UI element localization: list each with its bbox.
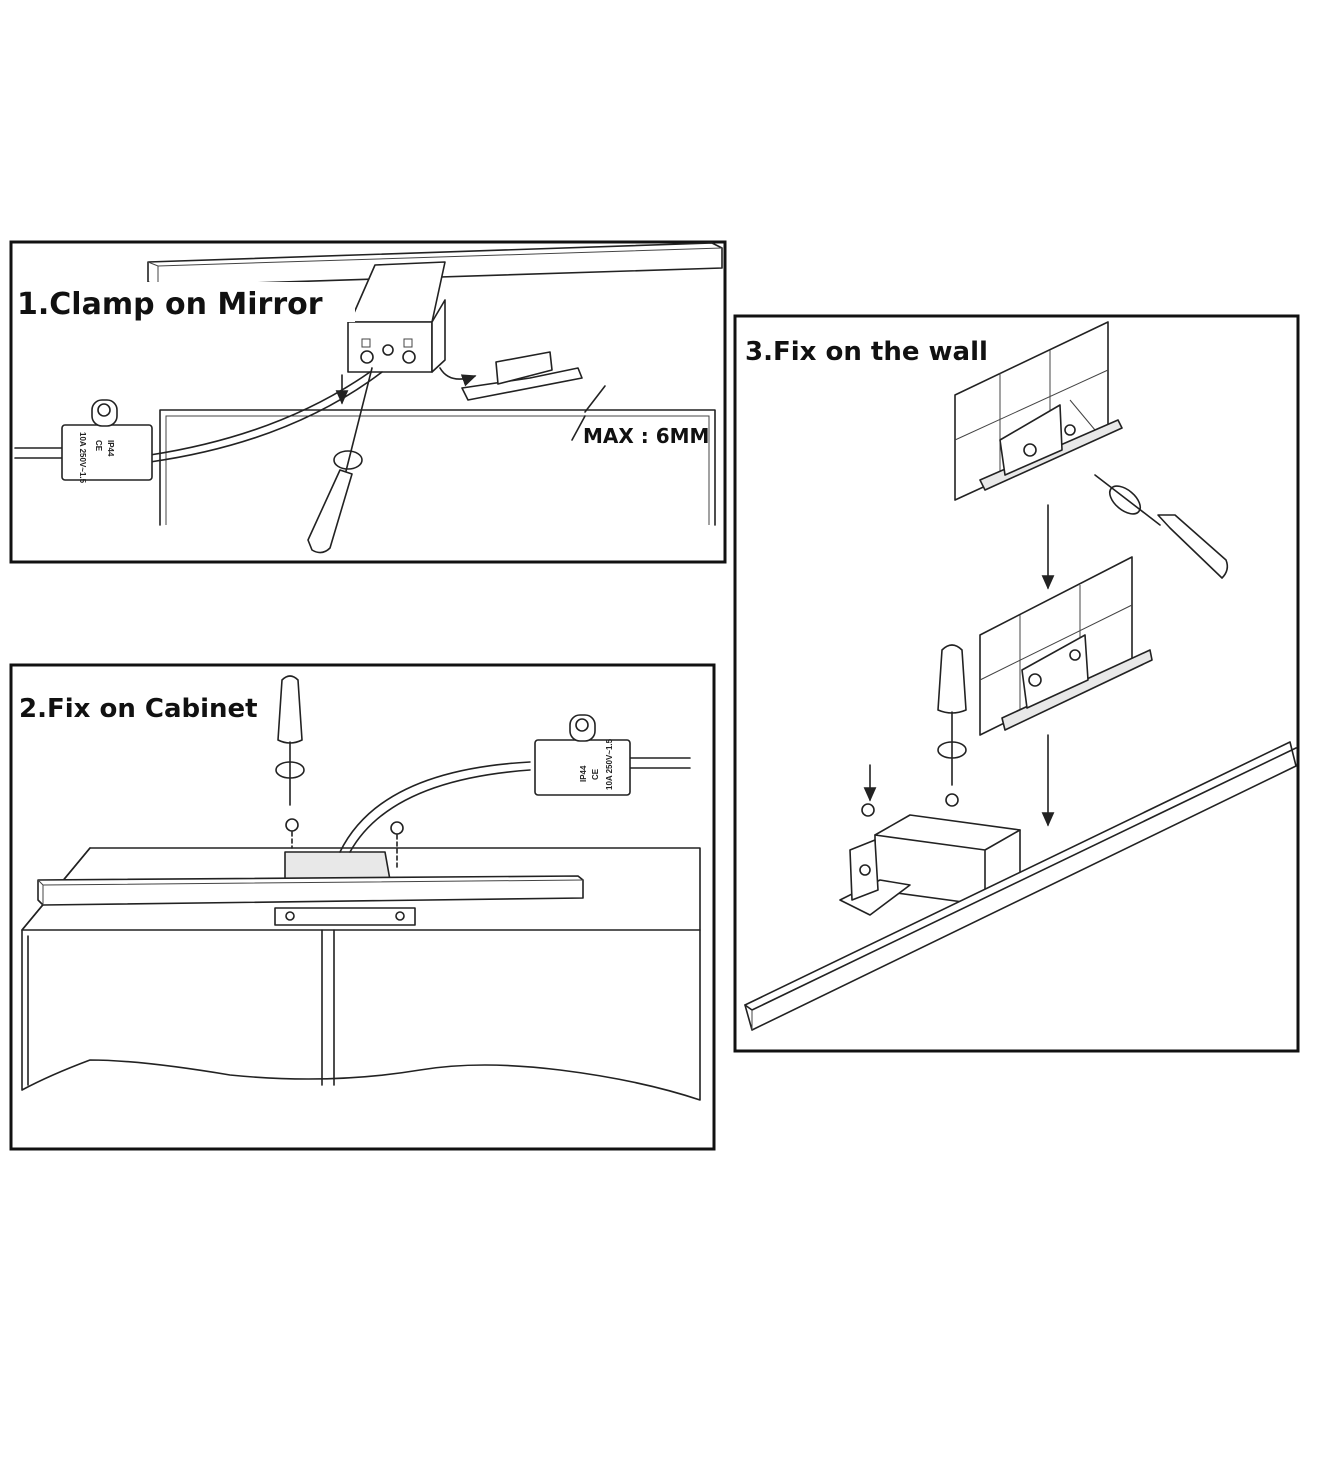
cable [339, 761, 531, 853]
cable [149, 371, 371, 456]
screwdriver-icon [1094, 474, 1229, 579]
clamp-box [347, 261, 446, 373]
svg-text:10A 250V~1.5: 10A 250V~1.5 [78, 432, 87, 484]
step-3-panel: 3.Fix on the wall [733, 314, 1300, 1053]
step-1-panel: MAX : 6MM 10A 250V~1.5 CE IP44 1.Clamp o… [9, 240, 727, 564]
screwdriver-icon [275, 675, 305, 806]
svg-text:IP44: IP44 [579, 765, 588, 782]
wall-section [954, 321, 1123, 501]
switch-box: 10A 250V~1.5 CE IP44 [534, 714, 631, 796]
screwdriver-icon [937, 644, 967, 786]
svg-text:CE: CE [94, 440, 103, 452]
svg-text:IP44: IP44 [106, 440, 115, 457]
light-bar [37, 851, 584, 926]
svg-text:CE: CE [591, 768, 600, 780]
screw-icon [285, 818, 404, 871]
light-bar [744, 741, 1297, 1031]
mirror [159, 409, 716, 526]
magnet-clip [439, 351, 583, 401]
max-thickness-label: MAX : 6MM [583, 424, 709, 448]
wall-section [979, 556, 1153, 736]
screwdriver-icon [307, 367, 373, 554]
thickness-indicator [571, 385, 606, 441]
clamp-box [839, 814, 1021, 916]
cabinet [21, 847, 701, 1101]
step-2-title: 2.Fix on Cabinet [19, 694, 258, 724]
screw-icon [861, 764, 959, 817]
switch-box: 10A 250V~1.5 CE IP44 [61, 399, 153, 484]
step-2-panel: 10A 250V~1.5 CE IP44 2.Fix on Cabinet [9, 663, 716, 1151]
svg-text:10A 250V~1.5: 10A 250V~1.5 [605, 738, 614, 790]
step-3-title: 3.Fix on the wall [745, 337, 988, 367]
step-1-title: 1.Clamp on Mirror [17, 287, 323, 322]
